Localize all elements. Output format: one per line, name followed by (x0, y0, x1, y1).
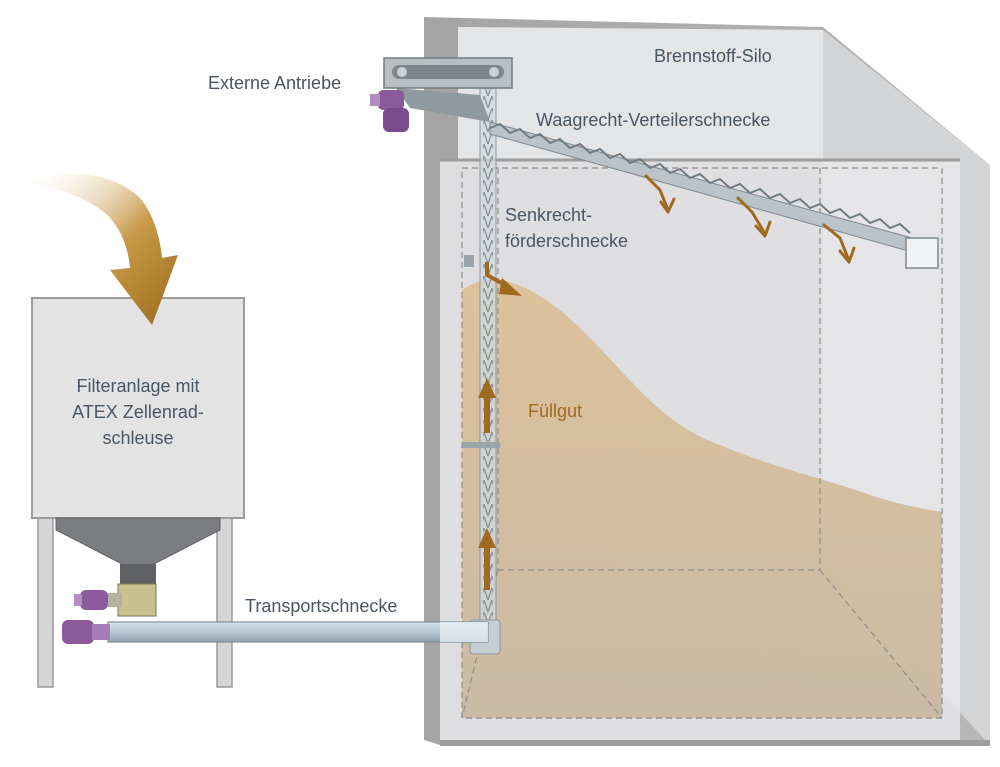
rotary-valve (117, 583, 157, 617)
vertical-screw-label-line1: Senkrecht- (505, 205, 593, 225)
transport-screw-label: Transportschnecke (245, 596, 398, 616)
fill-material (462, 279, 942, 718)
filter-label-line3: schleuse (102, 428, 174, 448)
vertical-screw-label-line2: förderschnecke (505, 231, 629, 251)
silo-inner-outline (461, 167, 943, 719)
external-drives-label: Externe Antriebe (208, 73, 342, 93)
filter-unit (31, 297, 245, 688)
horizontal-screw-label: Waagrecht-Verteilerschnecke (536, 110, 771, 130)
fill-material-label: Füllgut (528, 401, 583, 421)
vertical-screw-conveyor (462, 87, 501, 655)
silo-label: Brennstoff-Silo (654, 46, 772, 66)
transport-screw-conveyor (62, 620, 489, 644)
horizontal-screw-conveyor (383, 57, 939, 269)
screw-end-cap (905, 237, 939, 269)
filter-hopper (55, 517, 221, 567)
filter-label-line1: Filteranlage mit (76, 376, 200, 396)
filter-housing (31, 297, 245, 519)
silo (424, 17, 990, 745)
external-drive-motor-icon (370, 90, 409, 132)
supply-arrow-icon (22, 174, 178, 325)
distribution-arrows (644, 174, 856, 264)
filter-label-line2: ATEX Zellenrad- (72, 402, 204, 422)
silo-back-wall (458, 27, 940, 160)
